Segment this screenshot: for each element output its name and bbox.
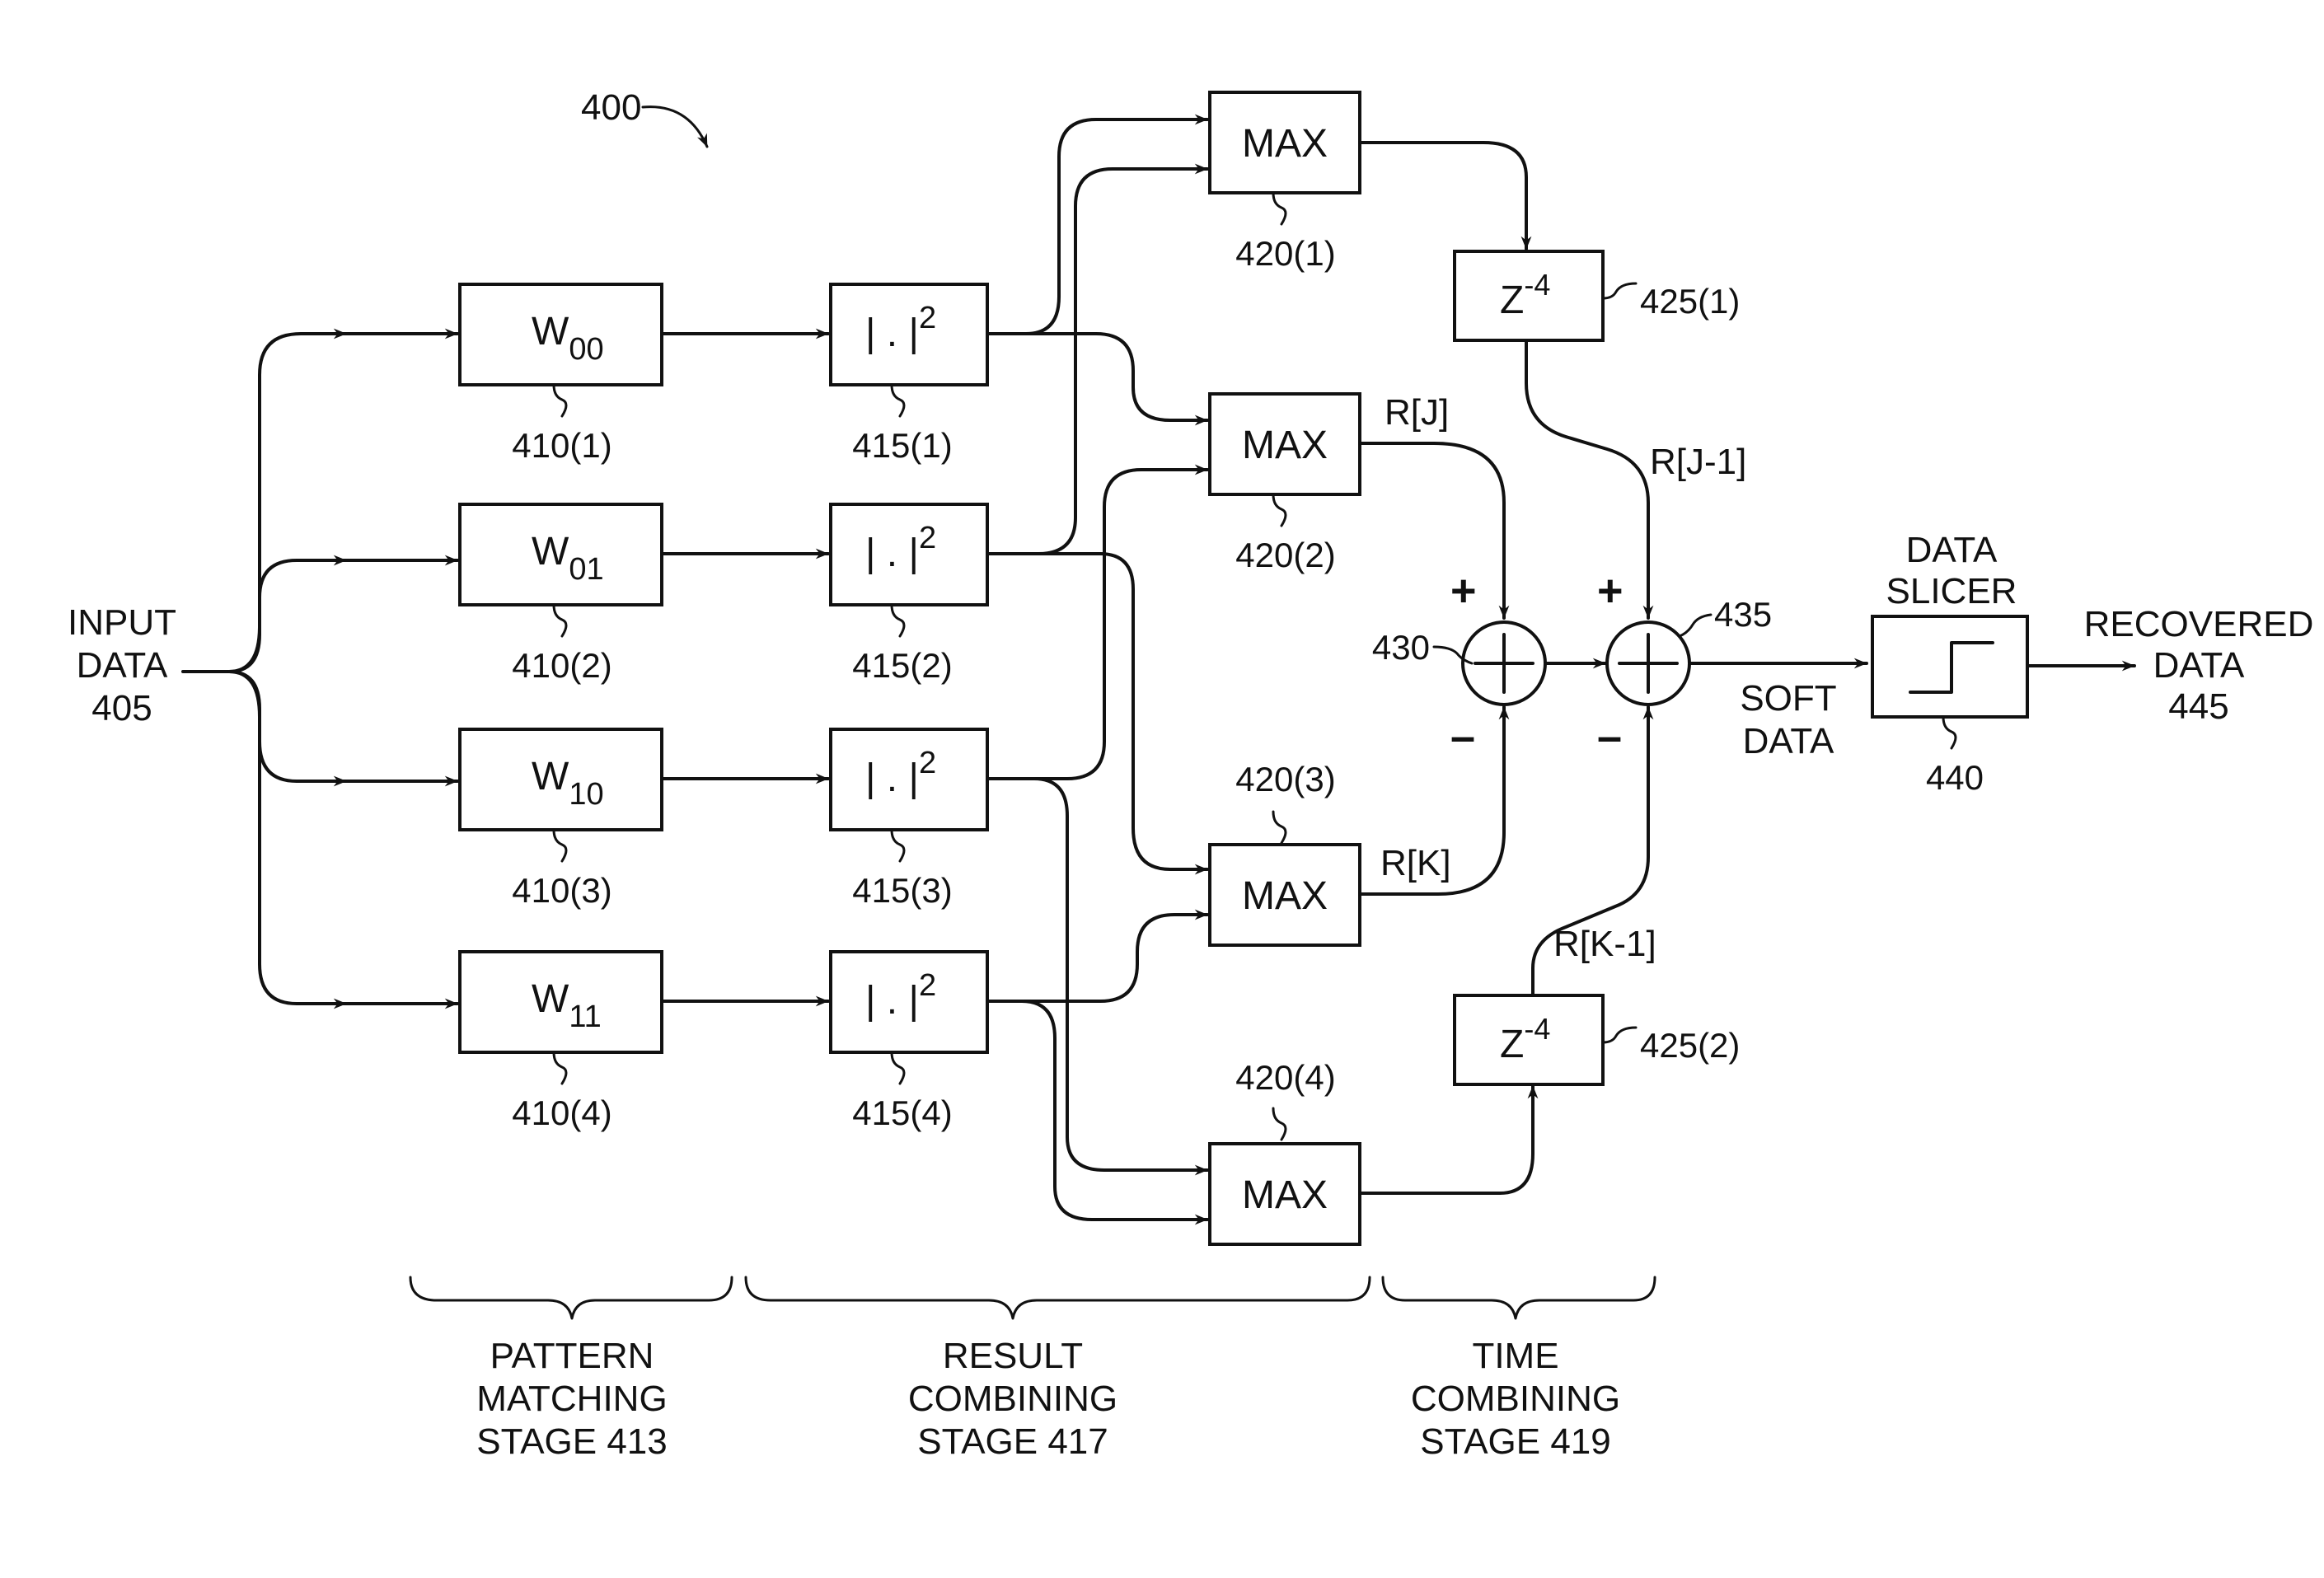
- stage-label-result-combining: RESULT COMBINING STAGE 417: [908, 1336, 1117, 1462]
- signal-rk1: R[K-1]: [1553, 924, 1656, 964]
- delay-block-2: Z-4: [1455, 995, 1603, 1084]
- stage-3-line3: STAGE 419: [1420, 1421, 1611, 1462]
- max-block-2: MAX: [1210, 394, 1360, 494]
- svg-text:MAX: MAX: [1242, 1173, 1328, 1217]
- summer-435-plus: +: [1597, 566, 1624, 616]
- max-ref-4: 420(4): [1235, 1058, 1335, 1097]
- input-line2: DATA: [77, 645, 168, 686]
- stage-1-line3: STAGE 413: [476, 1421, 668, 1462]
- soft-data-line2: DATA: [1743, 721, 1834, 761]
- output-line1: RECOVERED: [2084, 604, 2314, 644]
- filter-ref-2: 410(2): [512, 646, 611, 685]
- svg-text:MAX: MAX: [1242, 424, 1328, 467]
- signal-rj1: R[J-1]: [1650, 442, 1746, 482]
- stage-label-pattern-matching: PATTERN MATCHING STAGE 413: [476, 1336, 668, 1462]
- input-fanout: [183, 334, 457, 1004]
- magnitude-block-2: | . |2: [831, 504, 987, 605]
- input-ref: 405: [91, 688, 152, 728]
- filter-w10: W10: [460, 729, 662, 830]
- magnitude-to-max-wires: [987, 119, 1207, 1220]
- stage-3-line2: COMBINING: [1411, 1379, 1620, 1419]
- magnitude-ref-3: 415(3): [852, 871, 952, 910]
- max-ref-1: 420(1): [1235, 234, 1335, 273]
- stage-1-line2: MATCHING: [476, 1379, 667, 1419]
- svg-text:MAX: MAX: [1242, 874, 1328, 918]
- slicer-line1: DATA: [1906, 530, 1998, 570]
- filter-to-magnitude-wires: [662, 334, 828, 1001]
- summer-ref-430: 430: [1372, 628, 1430, 667]
- stage-3-line1: TIME: [1472, 1336, 1558, 1376]
- summer-430-plus: +: [1450, 566, 1477, 616]
- filter-w01: W01: [460, 504, 662, 605]
- slicer-ref-leader: [1943, 717, 1956, 748]
- summer-430-minus: –: [1450, 712, 1475, 761]
- max-ref-3: 420(3): [1235, 760, 1335, 798]
- summer-refs: 430 435: [1372, 595, 1772, 667]
- max-block-4: MAX: [1210, 1144, 1360, 1244]
- filter-w11: W11: [460, 952, 662, 1052]
- magnitude-ref-4: 415(4): [852, 1093, 952, 1132]
- summer-435-minus: –: [1597, 712, 1622, 761]
- summer-ref-435: 435: [1714, 595, 1772, 634]
- max-refs: 420(1) 420(2) 420(3) 420(4): [1235, 193, 1335, 1140]
- filter-w00: W00: [460, 284, 662, 385]
- filter-ref-3: 410(3): [512, 871, 611, 910]
- slicer-ref: 440: [1926, 758, 1984, 797]
- stage-2-line1: RESULT: [943, 1336, 1083, 1376]
- max-block-3: MAX: [1210, 845, 1360, 945]
- delay-ref-2: 425(2): [1640, 1026, 1740, 1065]
- filter-ref-4: 410(4): [512, 1093, 611, 1132]
- output-ref: 445: [2168, 686, 2228, 727]
- summer-430: [1463, 622, 1545, 705]
- svg-text:MAX: MAX: [1242, 122, 1328, 166]
- magnitude-block-1: | . |2: [831, 284, 987, 385]
- max-block-1: MAX: [1210, 92, 1360, 193]
- summer-435: [1607, 622, 1689, 705]
- magnitude-block-4: | . |2: [831, 952, 987, 1052]
- delay-block-1: Z-4: [1455, 251, 1603, 340]
- output-line2: DATA: [2153, 645, 2245, 686]
- stage-2-line2: COMBINING: [908, 1379, 1117, 1419]
- signal-rk: R[K]: [1380, 843, 1451, 883]
- input-line1: INPUT: [68, 602, 176, 643]
- max-ref-2: 420(2): [1235, 536, 1335, 574]
- magnitude-ref-1: 415(1): [852, 426, 952, 465]
- slicer-line2: SLICER: [1886, 571, 2017, 611]
- magnitude-block-3: | . |2: [831, 729, 987, 830]
- stage-braces: [410, 1277, 1655, 1318]
- soft-data-line1: SOFT: [1740, 678, 1836, 719]
- signal-rj: R[J]: [1385, 392, 1449, 433]
- stage-1-line1: PATTERN: [490, 1336, 654, 1376]
- delay-ref-1: 425(1): [1640, 282, 1740, 321]
- filter-ref-1: 410(1): [512, 426, 611, 465]
- input-label: INPUT DATA 405: [68, 602, 176, 728]
- soft-data-label: SOFT DATA: [1740, 678, 1836, 761]
- data-slicer-block: [1872, 616, 2027, 717]
- figure-ref-arrow: [643, 107, 707, 147]
- stage-label-time-combining: TIME COMBINING STAGE 419: [1411, 1336, 1620, 1462]
- magnitude-ref-2: 415(2): [852, 646, 952, 685]
- data-slicer-label: DATA SLICER: [1886, 530, 2017, 611]
- figure-ref: 400: [581, 87, 641, 128]
- stage-2-line3: STAGE 417: [917, 1421, 1108, 1462]
